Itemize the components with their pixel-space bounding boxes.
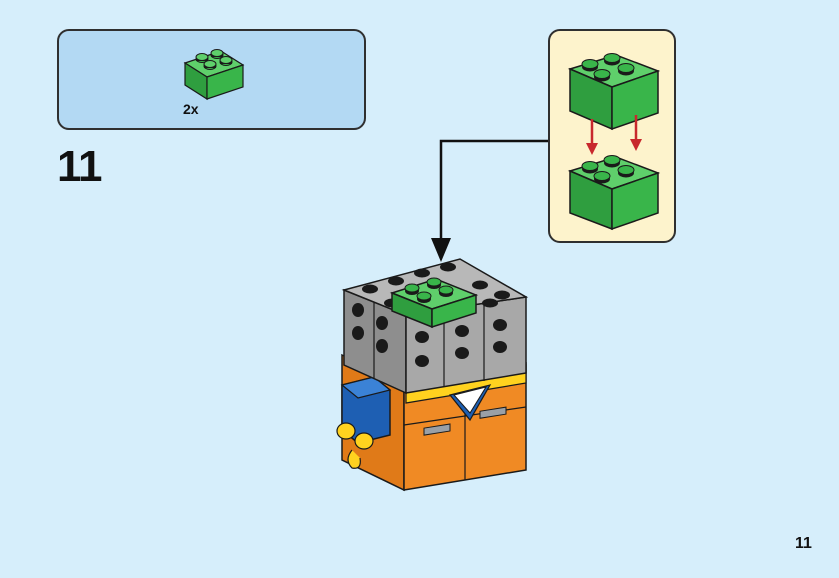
green-brick-placed <box>389 277 479 329</box>
subassembly-panel <box>548 29 676 243</box>
part-quantity: 2x <box>183 101 199 117</box>
red-arrow-icon <box>586 115 642 155</box>
parts-list-panel: 2x <box>57 29 366 130</box>
top-green-brick-icon <box>567 53 661 131</box>
green-brick-2x2-icon <box>183 49 245 101</box>
bottom-green-brick-icon <box>567 155 661 231</box>
brick-stacking-illustration <box>567 53 661 231</box>
yellow-hand-piece <box>336 422 374 469</box>
brickheadz-model-illustration <box>336 258 529 492</box>
page-number: 11 <box>795 535 812 552</box>
step-number: 11 <box>57 142 103 191</box>
